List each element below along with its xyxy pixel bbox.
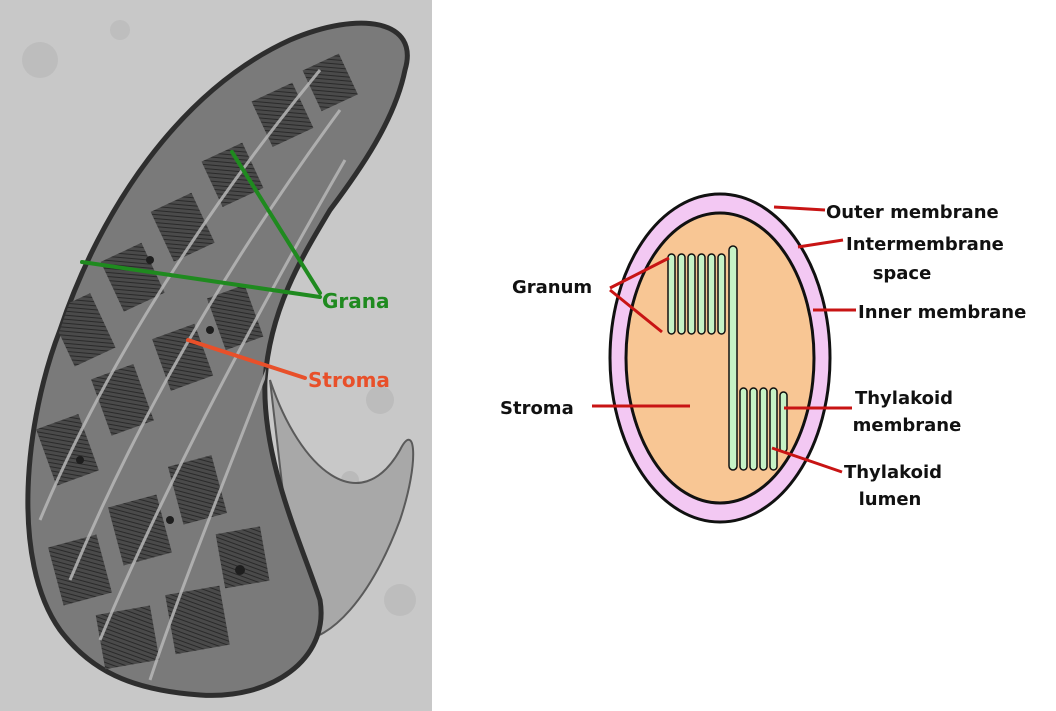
thylakoid-membrane-label-line2: membrane xyxy=(853,415,962,436)
intermembrane-leader xyxy=(798,240,843,247)
thylakoid-membrane-label-line1: Thylakoid xyxy=(855,388,953,409)
inner-membrane-label: Inner membrane xyxy=(858,302,1026,323)
stroma-label: Stroma xyxy=(500,398,574,419)
grana-label: Grana xyxy=(322,289,390,313)
outer-membrane-label: Outer membrane xyxy=(826,202,999,223)
intermembrane-space-label: space xyxy=(873,263,932,284)
chloroplast-micrograph: Grana Stroma xyxy=(0,0,432,711)
stroma-thylakoid xyxy=(729,246,737,470)
chloroplast-diagram: Outer membrane Intermembrane space Inner… xyxy=(432,0,1056,711)
thylakoid-lumen-label-line1: Thylakoid xyxy=(844,462,942,483)
outer-membrane-leader xyxy=(774,207,825,210)
granum-label: Granum xyxy=(512,277,592,298)
stroma-micro-label: Stroma xyxy=(308,368,390,392)
intermembrane-label: Intermembrane xyxy=(846,234,1004,255)
thylakoid-lumen-label-line2: lumen xyxy=(859,489,922,510)
